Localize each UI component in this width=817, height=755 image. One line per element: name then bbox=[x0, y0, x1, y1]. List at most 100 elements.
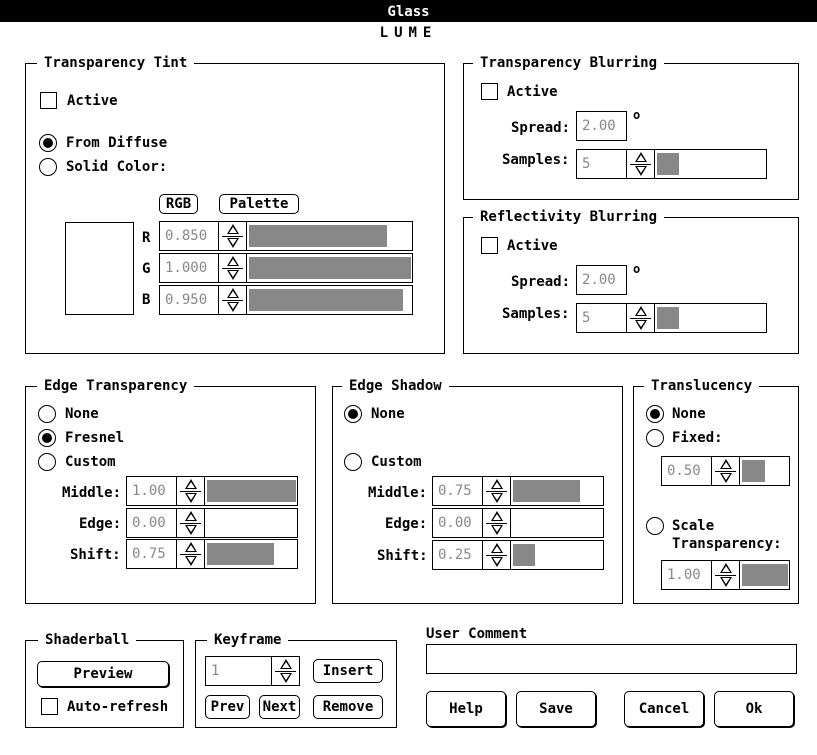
rb-active-checkbox[interactable] bbox=[481, 237, 498, 254]
et-middle-slider[interactable] bbox=[205, 476, 298, 506]
tb-degree-symbol: o bbox=[633, 108, 641, 122]
b-slider[interactable] bbox=[247, 285, 413, 315]
spin-down-icon[interactable] bbox=[184, 556, 197, 566]
spin-down-icon[interactable] bbox=[184, 493, 197, 503]
et-edge-slider[interactable] bbox=[205, 508, 298, 538]
ok-button[interactable]: Ok bbox=[714, 691, 794, 727]
spin-down-icon[interactable] bbox=[490, 557, 503, 567]
es-custom-radio[interactable] bbox=[344, 453, 362, 471]
et-edge-field[interactable]: 0.00 bbox=[126, 508, 177, 538]
es-shift-spinner[interactable] bbox=[483, 540, 511, 570]
user-comment-input[interactable] bbox=[426, 644, 797, 674]
et-shift-slider[interactable] bbox=[205, 539, 298, 569]
spin-up-icon[interactable] bbox=[719, 459, 732, 469]
spin-up-icon[interactable] bbox=[184, 542, 197, 552]
spin-up-icon[interactable] bbox=[226, 256, 239, 266]
solid-color-radio[interactable] bbox=[39, 158, 57, 176]
spin-up-icon[interactable] bbox=[634, 306, 647, 316]
tb-spread-field[interactable]: 2.00 bbox=[576, 111, 627, 141]
r-value-field[interactable]: 0.850 bbox=[159, 221, 219, 251]
et-middle-spinner[interactable] bbox=[177, 476, 205, 506]
es-middle-field[interactable]: 0.75 bbox=[432, 476, 483, 506]
rgb-button[interactable]: RGB bbox=[159, 194, 198, 214]
g-spinner[interactable] bbox=[219, 253, 247, 283]
b-spinner[interactable] bbox=[219, 285, 247, 315]
spin-up-icon[interactable] bbox=[184, 511, 197, 521]
tr-fixed-spinner[interactable] bbox=[712, 456, 740, 486]
spin-down-icon[interactable] bbox=[719, 577, 732, 587]
g-value-field[interactable]: 1.000 bbox=[159, 253, 219, 283]
tr-fixed-field[interactable]: 0.50 bbox=[661, 456, 712, 486]
preview-button[interactable]: Preview bbox=[37, 661, 169, 687]
keyframe-spinner[interactable] bbox=[272, 656, 300, 686]
insert-button[interactable]: Insert bbox=[313, 659, 383, 683]
spin-up-icon[interactable] bbox=[490, 543, 503, 553]
g-slider[interactable] bbox=[247, 253, 413, 283]
spin-up-icon[interactable] bbox=[634, 152, 647, 162]
save-button[interactable]: Save bbox=[516, 691, 596, 727]
es-edge-spinner[interactable] bbox=[483, 508, 511, 538]
spin-up-icon[interactable] bbox=[184, 479, 197, 489]
r-slider[interactable] bbox=[247, 221, 413, 251]
tr-fixed-slider[interactable] bbox=[740, 456, 790, 486]
tb-samples-spinner[interactable] bbox=[627, 149, 655, 179]
spin-down-icon[interactable] bbox=[490, 525, 503, 535]
spin-up-icon[interactable] bbox=[279, 659, 292, 669]
auto-refresh-checkbox[interactable] bbox=[41, 698, 58, 715]
spin-up-icon[interactable] bbox=[719, 563, 732, 573]
spin-down-icon[interactable] bbox=[490, 493, 503, 503]
cancel-button[interactable]: Cancel bbox=[624, 691, 704, 727]
es-middle-slider[interactable] bbox=[511, 476, 604, 506]
et-middle-field[interactable]: 1.00 bbox=[126, 476, 177, 506]
es-edge-field[interactable]: 0.00 bbox=[432, 508, 483, 538]
tb-samples-field[interactable]: 5 bbox=[576, 149, 627, 179]
keyframe-field[interactable]: 1 bbox=[205, 656, 272, 686]
et-edge-spinner[interactable] bbox=[177, 508, 205, 538]
es-none-radio[interactable] bbox=[344, 405, 362, 423]
spin-down-icon[interactable] bbox=[226, 270, 239, 280]
spin-down-icon[interactable] bbox=[226, 238, 239, 248]
et-shift-spinner[interactable] bbox=[177, 539, 205, 569]
rb-spread-field[interactable]: 2.00 bbox=[576, 265, 627, 295]
spin-down-icon[interactable] bbox=[226, 302, 239, 312]
next-button[interactable]: Next bbox=[259, 695, 300, 719]
remove-button[interactable]: Remove bbox=[313, 695, 383, 719]
es-middle-spinner[interactable] bbox=[483, 476, 511, 506]
es-shift-slider[interactable] bbox=[511, 540, 604, 570]
et-fresnel-radio[interactable] bbox=[38, 429, 56, 447]
tr-scale-spinner[interactable] bbox=[712, 560, 740, 590]
tb-active-checkbox[interactable] bbox=[481, 83, 498, 100]
es-edge-slider[interactable] bbox=[511, 508, 604, 538]
tr-none-radio[interactable] bbox=[646, 405, 664, 423]
rb-samples-spinner[interactable] bbox=[627, 303, 655, 333]
tint-active-checkbox[interactable] bbox=[40, 92, 57, 109]
spin-up-icon[interactable] bbox=[226, 224, 239, 234]
from-diffuse-radio[interactable] bbox=[39, 134, 57, 152]
r-spinner[interactable] bbox=[219, 221, 247, 251]
spin-up-icon[interactable] bbox=[490, 479, 503, 489]
tr-scale-radio[interactable] bbox=[646, 517, 664, 535]
et-custom-radio[interactable] bbox=[38, 453, 56, 471]
b-value-field[interactable]: 0.950 bbox=[159, 285, 219, 315]
es-shift-field[interactable]: 0.25 bbox=[432, 540, 483, 570]
spin-down-icon[interactable] bbox=[634, 166, 647, 176]
rb-spread-label: Spread: bbox=[511, 274, 571, 290]
spin-down-icon[interactable] bbox=[634, 320, 647, 330]
tr-scale-slider[interactable] bbox=[740, 560, 790, 590]
et-none-radio[interactable] bbox=[38, 405, 56, 423]
spin-down-icon[interactable] bbox=[184, 525, 197, 535]
spin-up-icon[interactable] bbox=[490, 511, 503, 521]
tb-samples-slider[interactable] bbox=[655, 149, 767, 179]
rb-samples-slider[interactable] bbox=[655, 303, 767, 333]
rb-samples-field[interactable]: 5 bbox=[576, 303, 627, 333]
spin-down-icon[interactable] bbox=[719, 473, 732, 483]
tr-fixed-radio[interactable] bbox=[646, 429, 664, 447]
prev-button[interactable]: Prev bbox=[205, 695, 250, 719]
tr-scale-field[interactable]: 1.00 bbox=[661, 560, 712, 590]
et-shift-field[interactable]: 0.75 bbox=[126, 539, 177, 569]
palette-button[interactable]: Palette bbox=[219, 194, 299, 214]
help-button[interactable]: Help bbox=[426, 691, 506, 727]
spin-down-icon[interactable] bbox=[279, 673, 292, 683]
tint-active-label: Active bbox=[67, 93, 118, 109]
spin-up-icon[interactable] bbox=[226, 288, 239, 298]
